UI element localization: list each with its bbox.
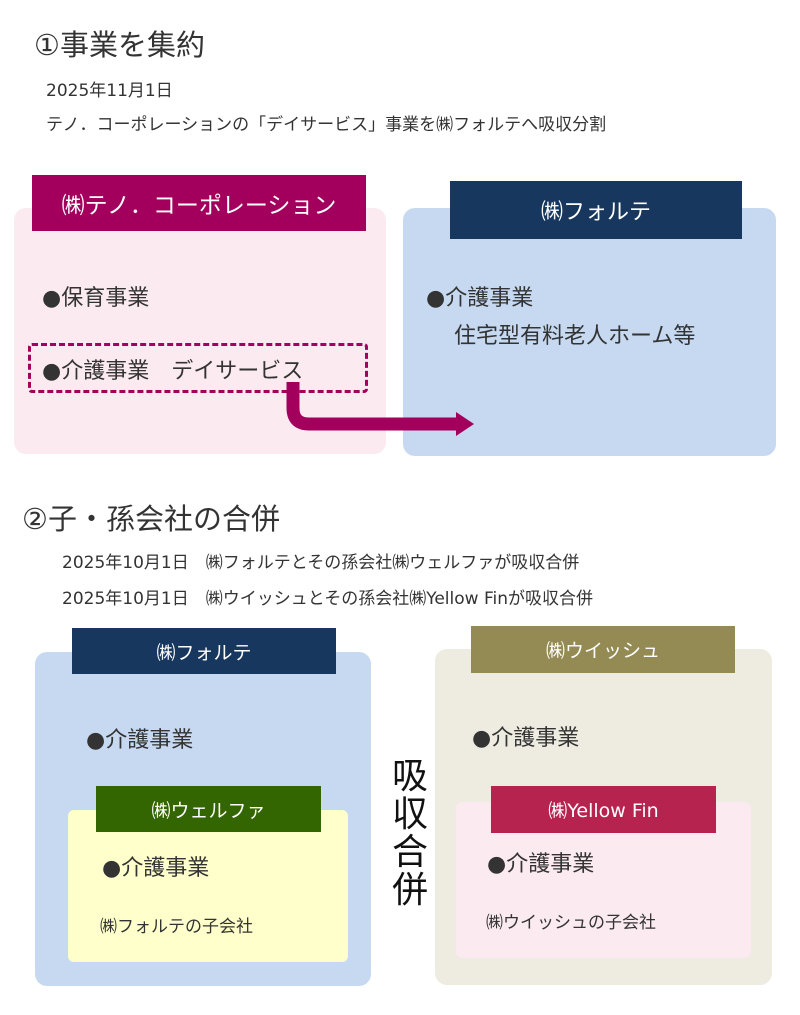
merge-line-1: 2025年10月1日 ㈱フォルテとその孫会社㈱ウェルファが吸収合併: [62, 553, 580, 573]
yellowfin-child-label: ㈱Yellow Fin: [491, 786, 716, 833]
welfa-child-note: ㈱フォルテの子会社: [100, 917, 253, 937]
section1-title: ①事業を集約: [34, 28, 205, 62]
curved-arrow-right-icon: [286, 382, 474, 436]
forte-nursing-home-item: 住宅型有料老人ホーム等: [454, 324, 696, 349]
forte-panel: [403, 208, 776, 456]
wish-parent-label: ㈱ウイッシュ: [471, 626, 735, 673]
welfa-child-panel: [68, 810, 348, 962]
welfa-child-care-item: ●介護事業: [102, 856, 210, 881]
merge-char-2: 収: [391, 794, 428, 835]
merge-char-4: 併: [391, 870, 428, 911]
merge-char-3: 合: [391, 832, 428, 873]
teno-corporation-label: ㈱テノ．コーポレーション: [32, 175, 366, 231]
forte-parent-label: ㈱フォルテ: [72, 628, 336, 674]
forte-care-business-item: ●介護事業: [426, 286, 534, 311]
wish-parent-care-item: ●介護事業: [472, 726, 580, 751]
forte-parent-care-item: ●介護事業: [86, 728, 194, 753]
day-service-highlight-box: [28, 343, 368, 393]
yellowfin-child-note: ㈱ウイッシュの子会社: [486, 913, 656, 933]
absorption-merger-label: 吸 収 合 併: [390, 758, 430, 910]
yellowfin-child-care-item: ●介護事業: [487, 852, 595, 877]
forte-label: ㈱フォルテ: [450, 181, 742, 239]
welfa-child-label: ㈱ウェルファ: [96, 786, 321, 832]
section1-description: テノ．コーポレーションの「デイサービス」事業を㈱フォルテへ吸収分割: [46, 115, 607, 135]
merge-char-1: 吸: [391, 756, 428, 797]
section2-title: ②子・孫会社の合併: [22, 502, 280, 536]
childcare-business-item: ●保育事業: [42, 286, 150, 311]
section1-date: 2025年11月1日: [46, 81, 173, 101]
merge-line-2: 2025年10月1日 ㈱ウイッシュとその孫会社㈱Yellow Finが吸収合併: [62, 589, 593, 609]
day-service-item: ●介護事業 デイサービス: [42, 359, 304, 384]
teno-corporation-panel: [14, 208, 386, 454]
